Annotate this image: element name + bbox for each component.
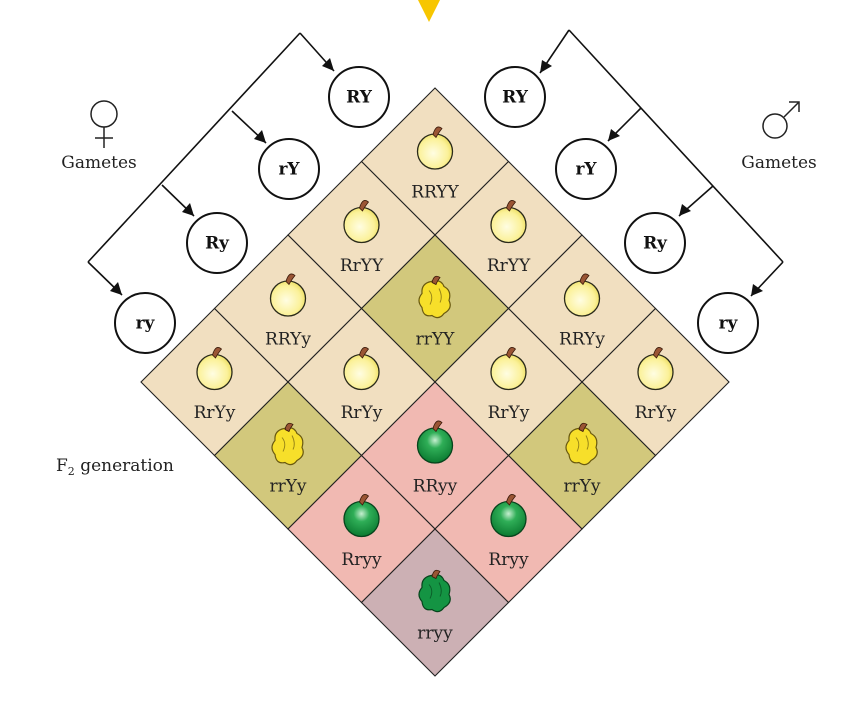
wrinkled-green-seed-icon [418, 569, 451, 613]
round-yellow-seed-icon [196, 347, 233, 391]
female-symbol-icon [90, 100, 118, 148]
gamete-label: ry [719, 314, 739, 334]
male-branch-line [568, 29, 784, 263]
round-green-seed-icon [490, 494, 527, 538]
genotype-label: RrYY [487, 256, 531, 276]
male-arrowhead-4 [751, 284, 763, 296]
female-gamete-RY: RY [328, 66, 390, 128]
genotype-label: RRYy [559, 330, 605, 350]
round-yellow-seed-icon [637, 347, 674, 391]
gamete-label: Ry [205, 234, 230, 254]
round-green-seed-icon [416, 420, 454, 464]
round-yellow-seed-icon [343, 347, 380, 391]
genotype-label: RRyy [413, 477, 458, 497]
gamete-label: Ry [643, 234, 668, 254]
round-yellow-seed-icon [490, 200, 527, 244]
male-gamete-branch [539, 29, 784, 297]
female-arrowhead-1 [322, 58, 334, 71]
round-yellow-seed-icon [416, 126, 454, 170]
wrinkled-yellow-seed-icon [565, 422, 598, 466]
female-gamete-rY: rY [258, 138, 320, 200]
wrinkled-yellow-seed-icon [418, 275, 451, 319]
female-gametes-label: Gametes [61, 153, 137, 173]
genotype-label: RRYy [265, 330, 311, 350]
genotype-label: Rryy [488, 550, 529, 570]
gamete-label: RY [502, 88, 529, 108]
genotype-label: rrYy [563, 477, 600, 497]
gamete-label: RY [346, 88, 373, 108]
genotype-label: RrYy [341, 403, 383, 423]
female-arrowhead-2 [254, 130, 266, 143]
female-gamete-ry: ry [114, 292, 176, 354]
male-gamete-ry: ry [697, 292, 759, 354]
genotype-label: RrYy [488, 403, 530, 423]
genotype-label: RrYy [194, 403, 236, 423]
female-gamete-Ry: Ry [186, 212, 248, 274]
genotype-label: rrYy [269, 477, 306, 497]
male-arrowhead-3 [679, 204, 691, 216]
round-yellow-seed-icon [490, 347, 527, 391]
male-arrowhead-1 [540, 60, 552, 73]
gamete-label: rY [575, 160, 597, 180]
wrinkled-yellow-seed-icon [271, 422, 304, 466]
round-green-seed-icon [343, 494, 380, 538]
genotype-label: Rryy [341, 550, 382, 570]
parent-cross-arrow [418, 0, 440, 22]
female-gamete-branch [87, 32, 335, 296]
male-gamete-rY: rY [555, 138, 617, 200]
male-arrowhead-2 [608, 129, 620, 141]
round-yellow-seed-icon [269, 273, 307, 317]
genotype-label: RrYY [340, 256, 384, 276]
genotype-label: RRYY [411, 183, 459, 203]
male-gametes-label: Gametes [741, 153, 817, 173]
male-gamete-RY: RY [484, 66, 546, 128]
round-yellow-seed-icon [343, 200, 380, 244]
genotype-label: rryy [417, 624, 453, 644]
gamete-label: rY [278, 160, 300, 180]
female-arrowhead-3 [182, 203, 194, 216]
grid-cell: rryy [360, 528, 510, 677]
female-branch-line [87, 32, 301, 263]
round-yellow-seed-icon [563, 273, 601, 317]
f2-generation-label: F2 generation [56, 456, 174, 478]
female-arrowhead-4 [110, 282, 122, 295]
genotype-label: rrYY [416, 330, 455, 350]
male-symbol-icon [762, 101, 800, 139]
gamete-label: ry [136, 314, 156, 334]
male-gamete-Ry: Ry [624, 212, 686, 274]
genotype-label: RrYy [635, 403, 677, 423]
